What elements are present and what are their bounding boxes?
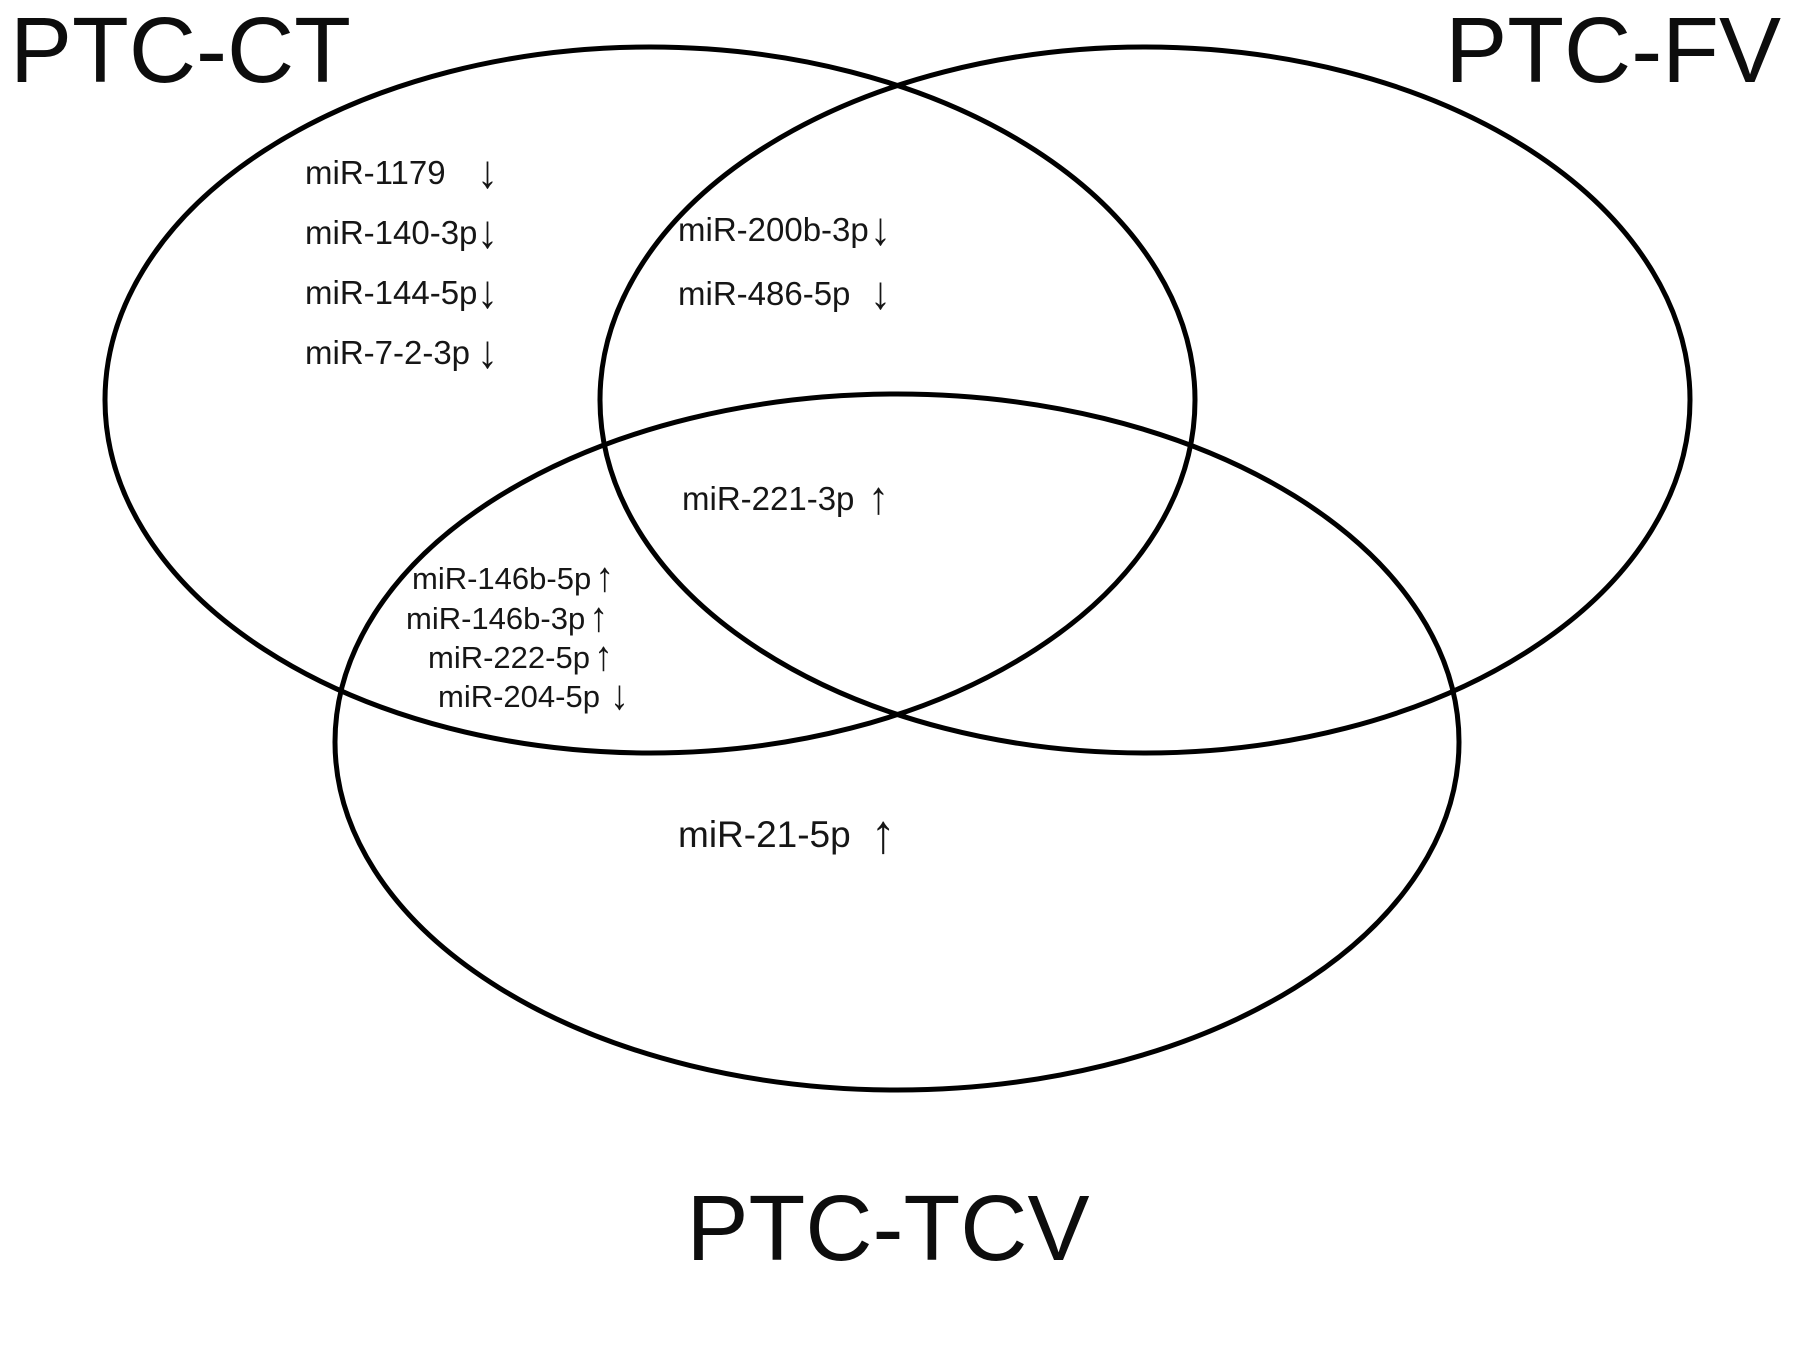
mir-name: miR-21-5p <box>678 813 851 855</box>
set-label-ptc-ct: PTC-CT <box>10 0 351 102</box>
mir-entry-mir-140-3p: miR-140-3p↓ <box>305 208 498 256</box>
mir-entry-mir-221-3p: miR-221-3p ↑ <box>682 474 889 522</box>
mir-name: miR-146b-3p <box>406 600 586 636</box>
mir-name: miR-221-3p <box>682 479 855 517</box>
mir-entry-mir-144-5p: miR-144-5p↓ <box>305 268 498 316</box>
mir-name: miR-7-2-3p <box>305 333 471 371</box>
down-arrow-icon: ↓ <box>477 205 498 258</box>
mir-entry-mir-222-5p: miR-222-5p↑ <box>428 633 613 681</box>
mir-name: miR-200b-3p <box>678 210 869 248</box>
ellipse-ptc-tcv <box>332 391 1462 1093</box>
mir-name: miR-222-5p <box>428 639 590 675</box>
ellipse-ptc-ct <box>102 44 1198 756</box>
mir-name: miR-144-5p <box>305 273 478 311</box>
down-arrow-icon: ↓ <box>609 672 629 720</box>
down-arrow-icon: ↓ <box>477 325 498 378</box>
up-arrow-icon: ↑ <box>870 803 896 865</box>
down-arrow-icon: ↓ <box>870 266 891 319</box>
down-arrow-icon: ↓ <box>477 265 498 318</box>
mir-name: miR-146b-5p <box>412 560 592 596</box>
up-arrow-icon: ↑ <box>589 594 609 642</box>
mir-entry-mir-21-5p: miR-21-5p ↑ <box>678 806 896 862</box>
mir-entry-mir-146b-3p: miR-146b-3p↑ <box>406 594 609 642</box>
set-label-ptc-fv: PTC-FV <box>1445 0 1781 102</box>
up-arrow-icon: ↑ <box>593 633 613 681</box>
mir-name: miR-204-5p <box>438 678 600 714</box>
ellipse-ptc-fv <box>597 44 1693 756</box>
mir-entry-mir-7-2-3p: miR-7-2-3p↓ <box>305 328 498 376</box>
down-arrow-icon: ↓ <box>870 202 891 255</box>
mir-entry-mir-204-5p: miR-204-5p↓ <box>438 672 629 720</box>
set-label-ptc-tcv: PTC-TCV <box>686 1176 1090 1280</box>
up-arrow-icon: ↑ <box>868 471 889 524</box>
mir-entry-mir-486-5p: miR-486-5p ↓ <box>678 269 891 317</box>
down-arrow-icon: ↓ <box>477 145 498 198</box>
mir-name: miR-1179 <box>305 153 446 191</box>
mir-entry-mir-200b-3p: miR-200b-3p↓ <box>678 205 891 253</box>
mir-name: miR-486-5p <box>678 274 851 312</box>
up-arrow-icon: ↑ <box>595 554 615 602</box>
mir-entry-mir-1179: miR-1179 ↓ <box>305 148 498 196</box>
mir-name: miR-140-3p <box>305 213 478 251</box>
mir-entry-mir-146b-5p: miR-146b-5p↑ <box>412 554 615 602</box>
